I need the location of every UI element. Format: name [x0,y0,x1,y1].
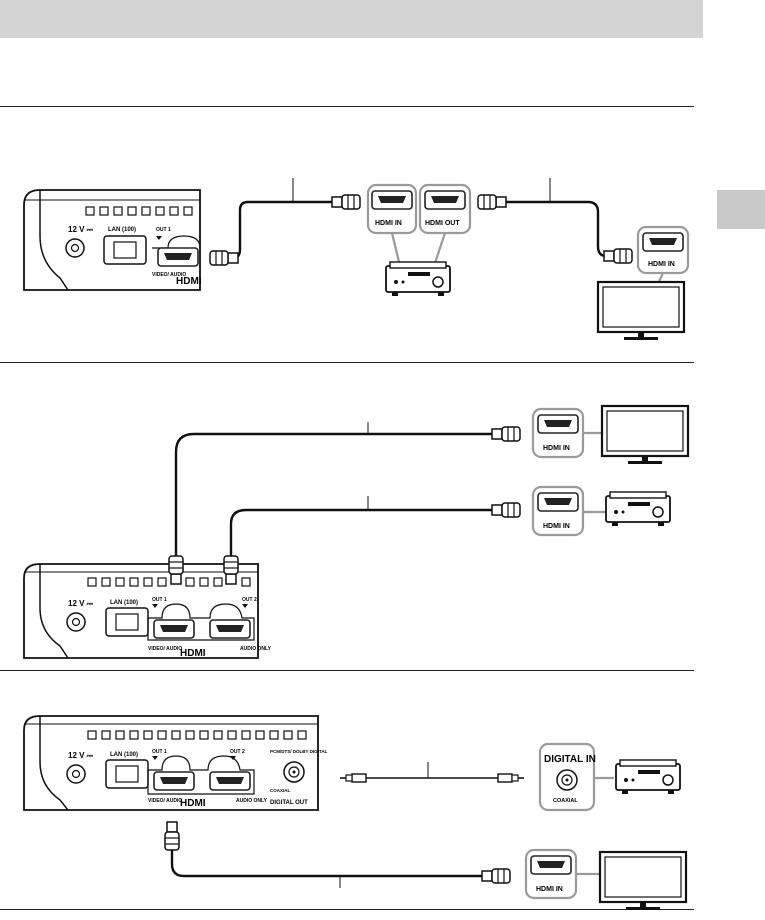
receiver-hdmi-out-port: HDMI OUT [418,183,472,235]
out1-label: OUT 1 [156,227,171,233]
player-rear-panel [23,715,319,811]
hdmi-out2-port [209,619,251,639]
audio-only-label: AUDIO ONLY [240,646,272,652]
hdmi-cable [170,850,482,878]
av-receiver [385,261,451,297]
video-audio-label: VIDEO/ AUDIO [148,646,182,652]
hdmi-logo: HDMI [176,276,202,287]
audio-only-label: AUDIO ONLY [236,798,268,804]
svg-text:HDMI IN: HDMI IN [648,261,675,268]
divider [0,670,694,671]
av-receiver [615,759,681,795]
lan-label: LAN (100) [110,752,138,758]
out1-label: OUT 1 [152,749,167,755]
out1-label: OUT 1 [152,597,167,603]
svg-text:HDMI IN: HDMI IN [543,523,570,530]
divider [0,909,694,910]
out2-label: OUT 2 [242,597,257,603]
hdmi-logo: HDMI [180,648,206,659]
svg-text:DIGITAL IN: DIGITAL IN [544,754,596,765]
tv-hdmi-in-port: HDMI IN [531,407,585,459]
header-bar [0,0,703,38]
tv-hdmi-in-port: HDMI IN [636,225,690,275]
av-receiver [605,491,671,527]
tv-hdmi-in-port: HDMI IN [524,848,578,900]
coaxial-cable [339,773,525,783]
hdmi-out2-port [209,771,251,791]
video-audio-label: VIDEO/ AUDIO [148,798,182,804]
svg-text:HDMI IN: HDMI IN [543,445,570,452]
vent-holes [87,577,251,587]
tv [600,404,690,466]
vent-holes [87,730,307,740]
svg-text:COAXIAL: COAXIAL [553,798,578,804]
hdmi-out1-port [153,771,195,791]
digital-out-label: DIGITAL OUT [270,800,308,806]
receiver-hdmi-in-port: HDMI IN [366,183,418,235]
lan-label: LAN (100) [110,600,138,606]
coaxial-label: COAXIAL [270,788,291,793]
pcm-dts-label: PCM/DTS/ DOLBY DIGITAL [270,749,328,754]
vent-holes [85,206,193,216]
receiver-digital-in-port: DIGITAL IN COAXIAL [538,742,596,812]
svg-text:HDMI OUT: HDMI OUT [425,220,460,227]
dc-in-label: 12 V ⎓ [68,751,94,760]
divider [0,362,694,363]
receiver-hdmi-in-port: HDMI IN [531,485,585,537]
section-tab-marker [717,190,765,229]
svg-text:HDMI IN: HDMI IN [536,886,563,893]
out2-label: OUT 2 [230,749,245,755]
dc-in-label: 12 V ⎓ [68,599,94,608]
hdmi-out1-port [153,619,195,639]
hdmi-logo: HDMI [180,798,206,809]
tv [596,280,686,342]
tv [598,850,688,912]
dc-in-label: 12 V ⎓ [68,225,94,234]
video-audio-label: VIDEO/ AUDIO [152,272,186,278]
divider [0,106,694,107]
lan-label: LAN (100) [108,227,136,233]
hdmi-out1-port [157,247,199,267]
hdmi-cable [174,432,492,556]
svg-text:HDMI IN: HDMI IN [375,220,402,227]
